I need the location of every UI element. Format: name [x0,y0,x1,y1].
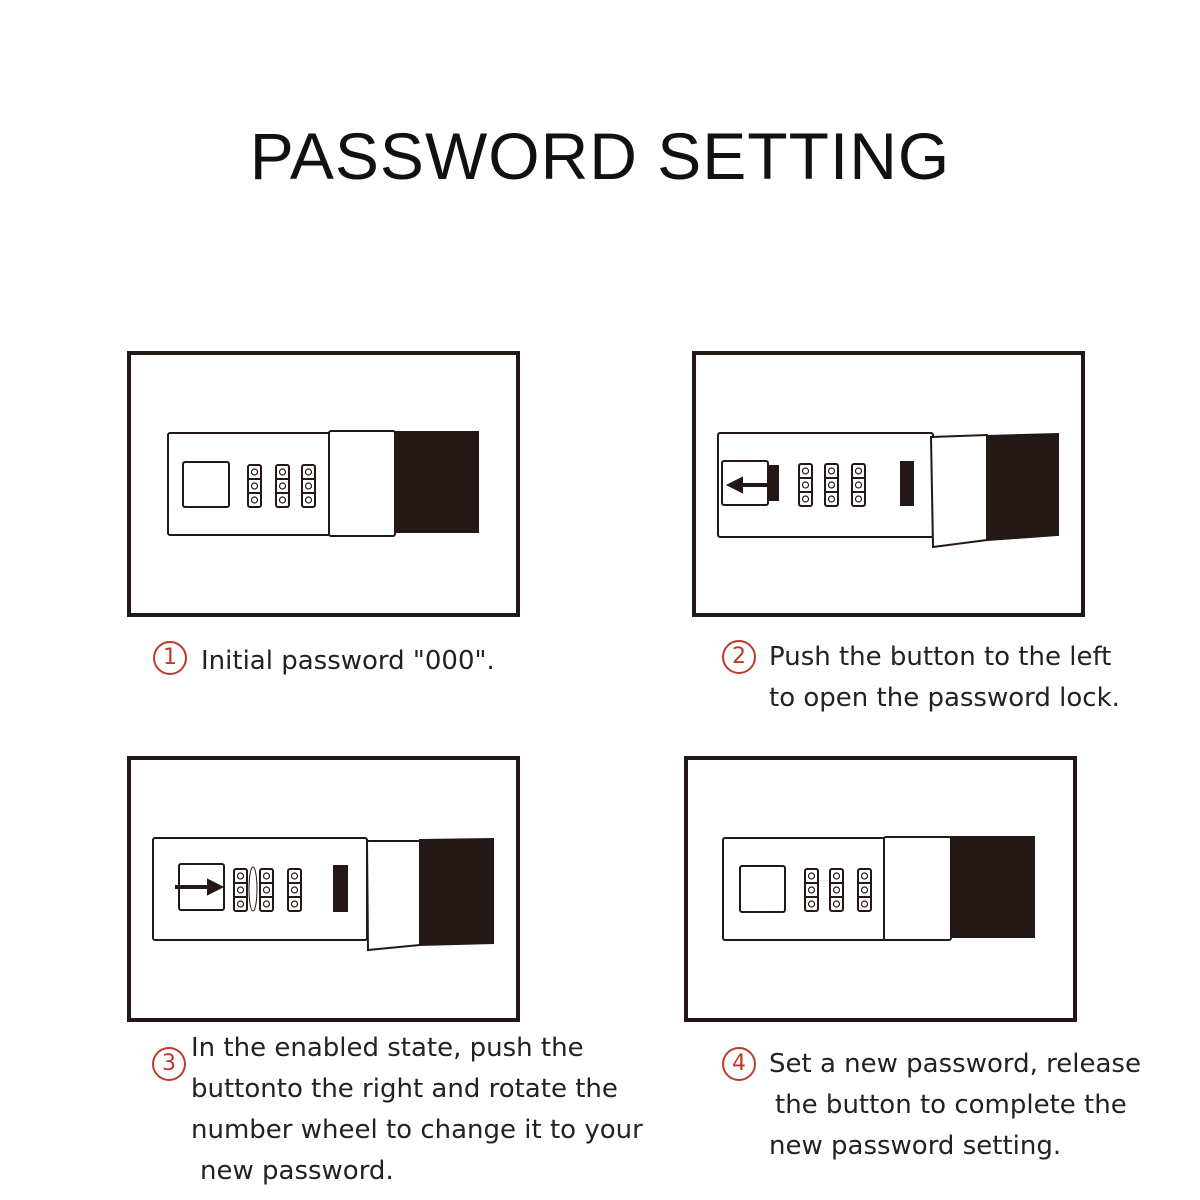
step-3-panel [127,756,520,1022]
lock-window [182,461,230,508]
step-number-3: 3 [152,1047,186,1081]
step-1-panel [127,351,520,617]
page-title: PASSWORD SETTING [249,119,951,193]
number-wheel [247,464,262,508]
step-3-caption: In the enabled state, push the buttonto … [191,1028,643,1192]
step-number-4: 4 [722,1047,756,1081]
caption-line: Push the button to the left [769,642,1112,672]
caption-line: new password. [200,1156,394,1186]
lock-device-2 [717,432,1059,549]
step-2-caption: Push the button to the left to open the … [769,637,1120,719]
caption-line: number wheel to change it to your [191,1115,643,1145]
caption-line: the button to complete the [775,1090,1127,1120]
lock-device-1 [167,430,479,537]
caption-line: In the enabled state, push the [191,1033,584,1063]
step-number-1: 1 [153,641,187,675]
step-2-panel [692,351,1085,617]
step-4-panel [684,756,1077,1022]
caption-line: buttonto the right and rotate the [191,1074,618,1104]
number-wheel [301,464,316,508]
step-1-caption: Initial password "000". [201,641,495,682]
step-4-caption: Set a new password, release the button t… [769,1044,1141,1167]
rotate-icon [248,866,258,912]
caption-line: to open the password lock. [769,683,1120,713]
step-number-2: 2 [722,640,756,674]
number-wheel [275,464,290,508]
lock-device-3 [152,837,494,952]
lock-device-4 [722,836,1035,941]
caption-line: new password setting. [769,1131,1062,1161]
caption-line: Initial password "000". [201,646,495,676]
caption-line: Set a new password, release [769,1049,1141,1079]
